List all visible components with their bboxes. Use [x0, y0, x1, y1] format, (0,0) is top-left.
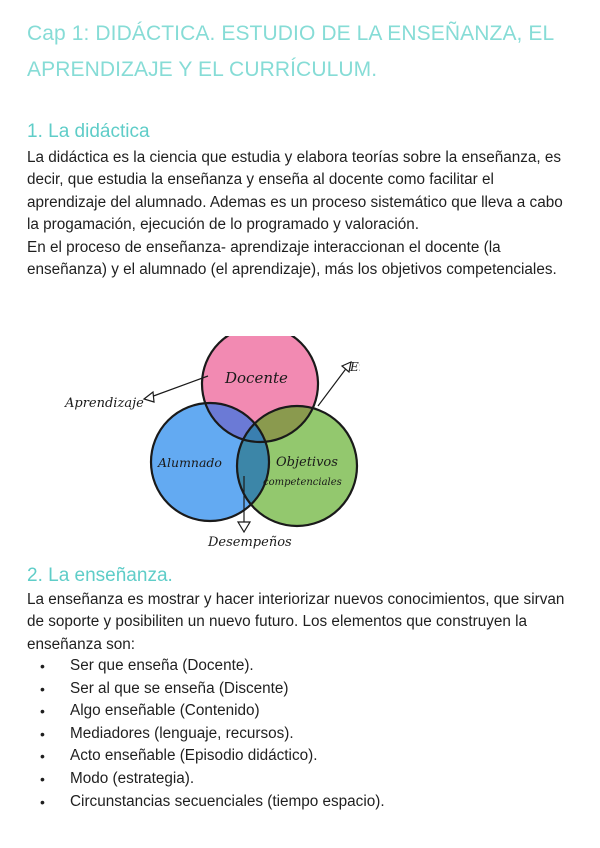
bullet-glyph: •	[40, 748, 45, 765]
label-desempenos: Desempeños	[207, 535, 292, 550]
list-item: •Ser al que se enseña (Discente)	[27, 678, 575, 701]
section-ensenanza-body: La enseñanza es mostrar y hacer interior…	[27, 589, 575, 656]
docente-objetivos-overlap	[237, 406, 318, 442]
ensenanza-elements-list: •Ser que enseña (Docente). •Ser al que s…	[27, 655, 575, 813]
label-ensenanza: Enseñanza	[349, 360, 360, 374]
label-docente: Docente	[224, 369, 288, 387]
label-objetivos: Objetivos	[276, 455, 338, 470]
page-title: Cap 1: DIDÁCTICA. ESTUDIO DE LA ENSEÑANZ…	[27, 22, 554, 81]
list-item: •Acto enseñable (Episodio didáctico).	[27, 745, 575, 768]
arrow-head-desempenos	[236, 521, 252, 534]
section-heading-didactica: 1. La didáctica	[27, 121, 150, 142]
arrow-to-ensenanza	[317, 365, 349, 407]
section-didactica-body: La didáctica es la ciencia que estudia y…	[27, 147, 575, 281]
docente-outline	[200, 336, 320, 444]
alumnado-outline	[149, 401, 271, 523]
list-item: •Ser que enseña (Docente).	[27, 655, 575, 678]
paragraph-didactica-definition: La didáctica es la ciencia que estudia y…	[27, 149, 563, 234]
bullet-glyph: •	[40, 703, 45, 720]
bullet-glyph: •	[40, 793, 45, 810]
venn-diagram: Docente Alumnado Objetivos competenciale…	[64, 336, 360, 550]
list-item: •Modo (estrategia).	[27, 768, 575, 791]
bullet-glyph: •	[40, 770, 45, 787]
bullet-glyph: •	[40, 680, 45, 697]
list-item: •Mediadores (lenguaje, recursos).	[27, 723, 575, 746]
bullet-glyph: •	[40, 658, 45, 674]
list-item: •Algo enseñable (Contenido)	[27, 700, 575, 723]
list-item: •Circunstancias secuenciales (tiempo esp…	[27, 791, 575, 814]
label-aprendizaje: Aprendizaje	[64, 396, 144, 411]
paragraph-ensenanza: La enseñanza es mostrar y hacer interior…	[27, 591, 565, 653]
label-alumnado: Alumnado	[157, 455, 222, 470]
objetivos-outline	[235, 404, 359, 528]
docente-alumnado-overlap	[202, 403, 269, 442]
label-competenciales: competenciales	[263, 477, 342, 488]
arrow-to-aprendizaje	[147, 375, 209, 399]
section-heading-ensenanza: 2. La enseñanza.	[27, 565, 173, 586]
arrow-head-aprendizaje	[142, 390, 155, 403]
bullet-glyph: •	[40, 725, 45, 742]
arrow-head-ensenanza	[340, 360, 352, 374]
paragraph-didactica-process: En el proceso de enseñanza- aprendizaje …	[27, 238, 557, 279]
